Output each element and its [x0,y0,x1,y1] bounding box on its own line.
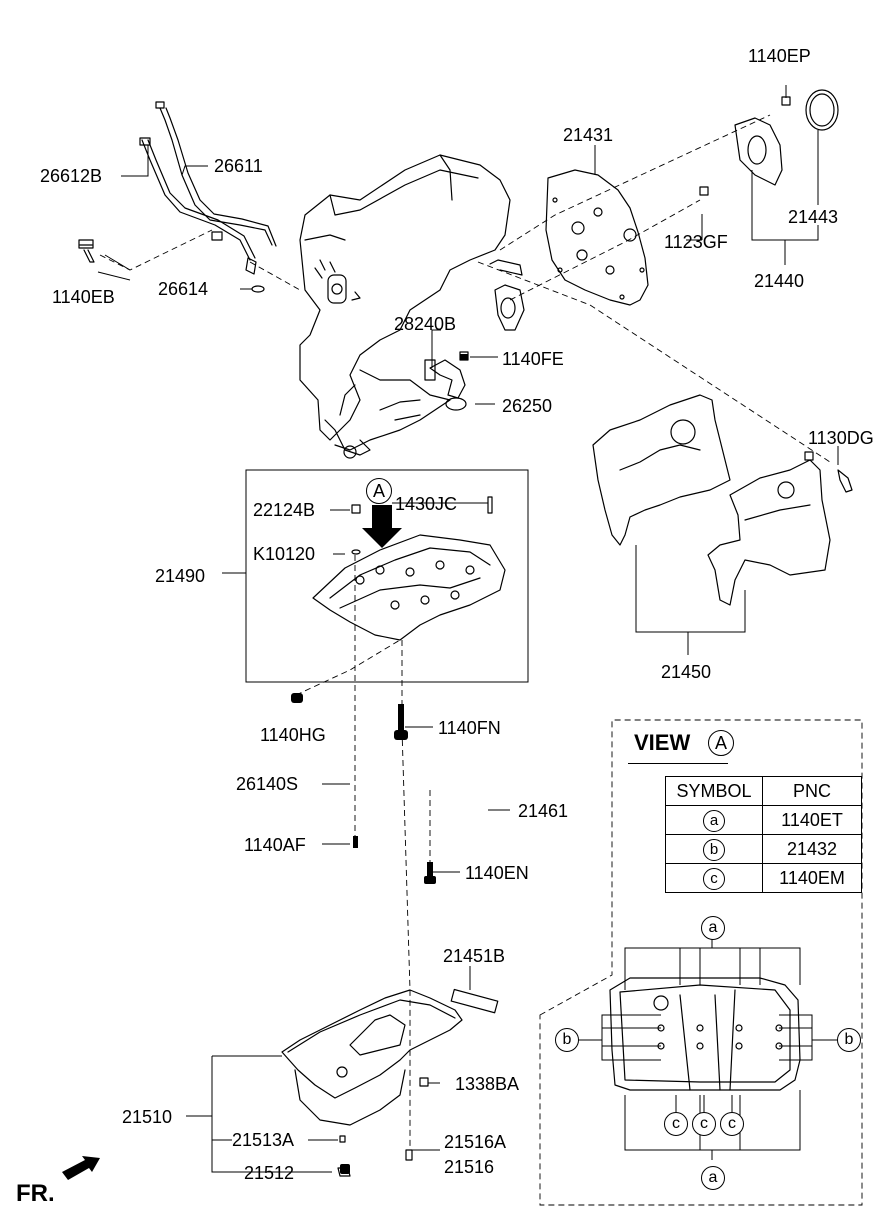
oil-strainer-drawing [424,259,525,411]
dipstick-drawing [78,101,277,293]
bolt-markers [291,354,468,1174]
part-label-26614: 26614 [158,279,209,299]
part-label-28240B: 28240B [394,314,457,334]
callout-a-bottom: a [701,1166,725,1190]
part-label-21461: 21461 [518,801,569,821]
front-direction-label: FR. [16,1180,55,1207]
callout-c-3: c [720,1112,744,1136]
view-arrow [362,505,402,548]
table-header-symbol: SYMBOL [665,776,763,806]
callout-b-right: b [837,1028,861,1052]
part-label-1130DG: 1130DG [808,428,874,448]
part-label-1140FN: 1140FN [438,718,501,738]
part-label-1140AF: 1140AF [244,835,306,855]
part-label-21510: 21510 [122,1107,173,1127]
part-label-21512: 21512 [244,1163,295,1183]
part-label-22124B: 22124B [253,500,316,520]
ladder-frame-drawing [312,496,506,641]
view-callout-lines [578,938,838,1160]
part-label-1140EN: 1140EN [465,863,529,883]
table-cell-pnc: 1140EM [762,863,862,893]
symbol-circle: c [703,867,725,890]
part-label-1430JC: 1430JC [395,494,458,514]
part-label-21513A: 21513A [232,1130,295,1150]
part-label-1123GF: 1123GF [664,232,728,252]
front-direction-arrow [62,1156,100,1180]
part-label-21443: 21443 [788,207,839,227]
part-label-K10120: K10120 [253,544,316,564]
table-row: c 1140EM [665,863,862,893]
dashed-assembly-lines [99,114,863,1206]
part-label-21450: 21450 [661,662,712,682]
symbol-circle: a [703,809,725,832]
symbol-table: SYMBOL PNC a 1140ET b 21432 c 1140EM [665,776,862,893]
part-label-26611: 26611 [214,156,263,176]
part-label-1338BA: 1338BA [455,1074,520,1094]
table-cell-symbol: c [665,863,763,893]
table-row: a 1140ET [665,805,862,835]
view-title: VIEW [634,730,691,755]
seal-ring-drawing [699,89,839,196]
engine-block-drawing [299,154,511,459]
part-label-1140HG: 1140HG [260,725,326,745]
table-header-row: SYMBOL PNC [665,776,862,806]
part-label-26612B: 26612B [40,166,103,186]
detail-marker-a: A [366,478,392,504]
part-label-26140S: 26140S [236,774,299,794]
view-title-underline [628,763,728,764]
table-cell-pnc: 1140ET [762,805,862,835]
table-cell-pnc: 21432 [762,834,862,864]
table-cell-symbol: b [665,834,763,864]
symbol-circle: b [703,838,725,861]
table-header-pnc: PNC [762,776,862,806]
timing-cover-drawing [592,394,853,606]
part-label-21451B: 21451B [443,946,506,966]
part-label-21490: 21490 [155,566,206,586]
part-label-1140FE: 1140FE [502,349,564,369]
leader-lines [97,85,839,1173]
oil-pan-drawing [281,988,499,1177]
view-marker: A [708,730,734,756]
part-label-1140EB: 1140EB [52,287,115,307]
part-label-26250: 26250 [502,396,553,416]
table-row: b 21432 [665,834,862,864]
part-label-1140EP: 1140EP [748,46,811,66]
part-label-21516A: 21516A [444,1132,507,1152]
part-label-21516: 21516 [444,1157,495,1177]
callout-b-left: b [555,1028,579,1052]
part-label-21440: 21440 [754,271,805,291]
callout-a-top: a [701,916,725,940]
callout-c-1: c [664,1112,688,1136]
table-cell-symbol: a [665,805,763,835]
view-a-frame-drawing [609,977,801,1091]
oil-pump-cover-drawing [545,169,649,306]
part-label-21431: 21431 [563,125,614,145]
callout-c-2: c [692,1112,716,1136]
